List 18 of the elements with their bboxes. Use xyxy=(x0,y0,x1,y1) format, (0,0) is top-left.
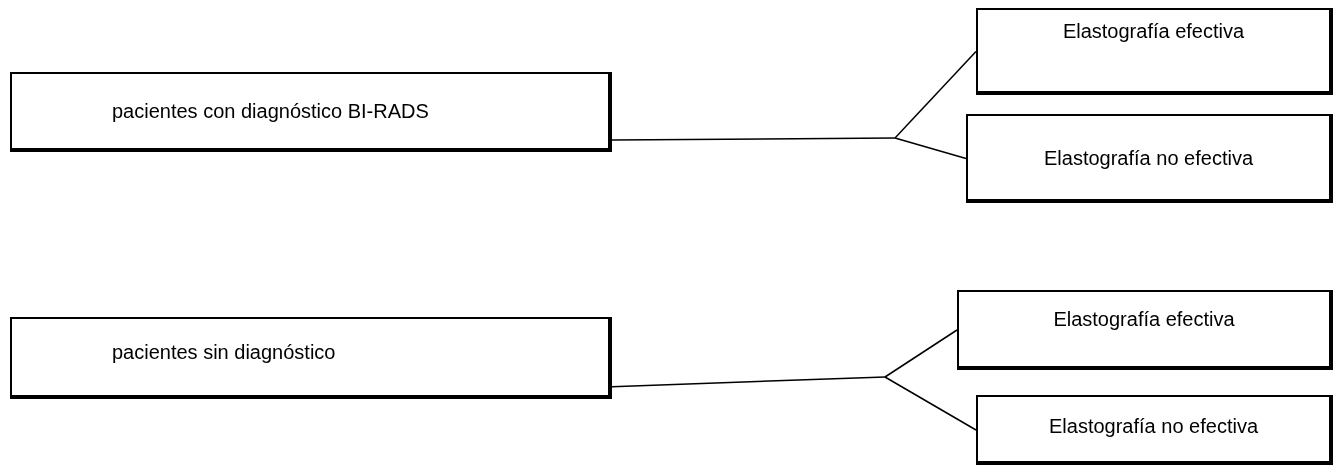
connector-line xyxy=(611,137,896,141)
process-box xyxy=(10,72,612,152)
process-box xyxy=(10,317,612,399)
branch-line xyxy=(884,376,977,431)
box-label: Elastografía no efectiva xyxy=(1049,414,1258,439)
process-box xyxy=(957,290,1333,370)
box-label: Elastografía efectiva xyxy=(1053,307,1235,332)
box-label: pacientes con diagnóstico BI-RADS xyxy=(112,99,429,124)
branch-line xyxy=(884,329,958,378)
box-label: Elastografía efectiva xyxy=(1062,19,1245,44)
box-label: Elastografía no efectiva xyxy=(1044,145,1253,171)
process-box xyxy=(976,395,1333,465)
connector-line xyxy=(611,376,886,388)
branch-line xyxy=(894,137,967,160)
branch-line xyxy=(894,50,977,139)
process-box xyxy=(966,114,1333,203)
process-box xyxy=(976,8,1333,95)
box-label: pacientes sin diagnóstico xyxy=(112,340,336,365)
